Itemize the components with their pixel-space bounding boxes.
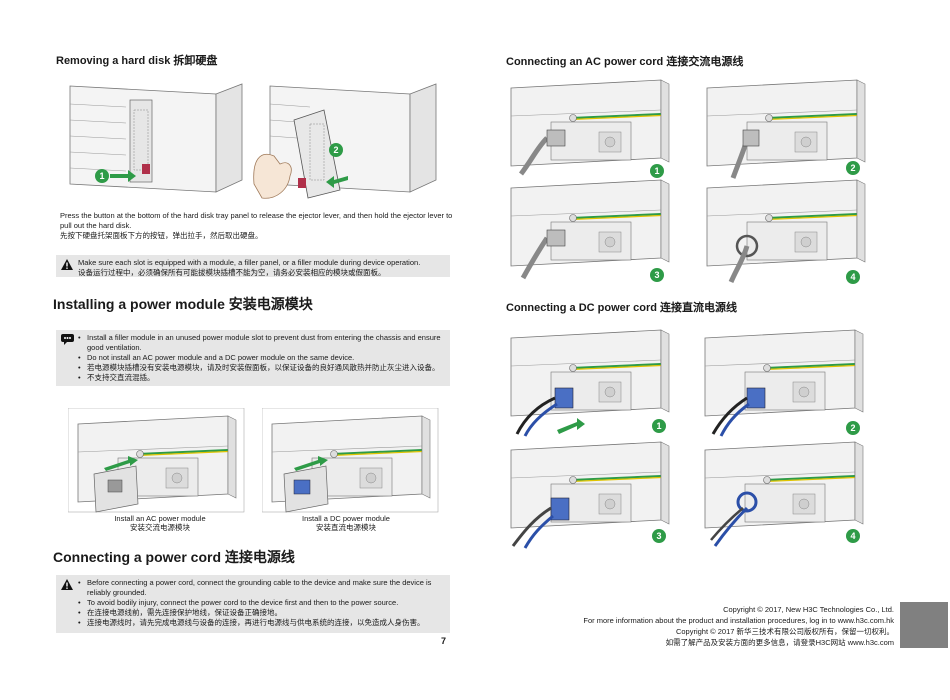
note-chat-icon bbox=[61, 334, 74, 345]
section-title-ac-cord: Connecting an AC power cord 连接交流电源线 bbox=[506, 56, 744, 68]
dc-step-1-label: 1 bbox=[657, 421, 662, 431]
more-info-line-cn: 如需了解产品及安装方面的更多信息，请登录H3C网站 www.h3c.com bbox=[665, 638, 894, 647]
dc-step-4-label: 4 bbox=[851, 531, 856, 541]
ac-psu-caption-cn: 安装交流电源模块 bbox=[130, 523, 190, 532]
psu-note-item: 若电源模块插槽没有安装电源模块，请及时安装假面板，以保证设备的良好通风散热并防止… bbox=[78, 363, 444, 373]
ac-psu-caption-en: Install an AC power module bbox=[114, 514, 206, 523]
copyright-line-cn: Copyright © 2017 新华三技术有限公司版权所有，保留一切权利。 bbox=[675, 627, 894, 636]
copyright-line-en: Copyright © 2017, New H3C Technologies C… bbox=[723, 605, 894, 614]
warning-icon bbox=[61, 259, 73, 270]
psu-notes-box: Install a filler module in an unused pow… bbox=[56, 330, 450, 386]
more-info-line-en: For more information about the product a… bbox=[583, 616, 894, 625]
section-title-connect-cord: Connecting a power cord 连接电源线 bbox=[53, 549, 295, 565]
power-cord-warning-item: 在连接电源线前，需先连接保护地线，保证设备正确接地。 bbox=[78, 608, 444, 618]
ac-step-1-label: 1 bbox=[655, 166, 660, 176]
dc-psu-caption-en: Install a DC power module bbox=[302, 514, 390, 523]
section-title-install-psu: Installing a power module 安装电源模块 bbox=[53, 296, 313, 312]
install-ac-psu-illustration bbox=[68, 408, 245, 513]
hdd-warning-box: Make sure each slot is equipped with a m… bbox=[56, 255, 450, 277]
install-dc-psu-illustration bbox=[262, 408, 439, 513]
grey-edge-tab bbox=[900, 602, 948, 648]
dc-psu-caption-cn: 安装直流电源模块 bbox=[316, 523, 376, 532]
copyright-block: Copyright © 2017, New H3C Technologies C… bbox=[540, 604, 894, 648]
step-1-label: 1 bbox=[100, 171, 105, 181]
power-cord-warning-box: Before connecting a power cord, connect … bbox=[56, 575, 450, 633]
psu-note-item: Install a filler module in an unused pow… bbox=[78, 333, 444, 353]
section-title-dc-cord: Connecting a DC power cord 连接直流电源线 bbox=[506, 302, 738, 314]
warning-icon bbox=[61, 579, 73, 590]
hdd-removal-description-en: Press the button at the bottom of the ha… bbox=[60, 211, 453, 230]
section-title-remove-hdd: Removing a hard disk 拆卸硬盘 bbox=[56, 55, 218, 67]
power-cord-warning-item: To avoid bodily injury, connect the powe… bbox=[78, 598, 444, 608]
hdd-removal-step1-illustration: 1 bbox=[69, 83, 243, 193]
dc-step-2-label: 2 bbox=[851, 423, 856, 433]
psu-note-item: 不支持交直流混插。 bbox=[78, 373, 444, 383]
power-cord-warning-item: Before connecting a power cord, connect … bbox=[78, 578, 444, 598]
hdd-warning-cn: 设备运行过程中，必须确保所有可能拔模块插槽不能为空，请务必安装相应的模块或假面板… bbox=[78, 268, 386, 277]
hdd-removal-step2-illustration: 2 bbox=[253, 83, 437, 199]
hdd-warning-en: Make sure each slot is equipped with a m… bbox=[78, 258, 421, 267]
ac-step-4-label: 4 bbox=[851, 272, 856, 282]
page-number: 7 bbox=[441, 636, 447, 646]
dc-cord-steps-illustration: 1 2 3 4 bbox=[510, 329, 864, 549]
ac-cord-steps-illustration: 1 2 3 4 bbox=[510, 79, 866, 284]
step-2-label: 2 bbox=[334, 145, 339, 155]
psu-note-item: Do not install an AC power module and a … bbox=[78, 353, 444, 363]
ac-step-2-label: 2 bbox=[851, 163, 856, 173]
dc-step-3-label: 3 bbox=[657, 531, 662, 541]
ac-step-3-label: 3 bbox=[655, 270, 660, 280]
power-cord-warning-item: 连接电源线时，请先完成电源线与设备的连接，再进行电源线与供电系统的连接，以免造成… bbox=[78, 618, 444, 628]
hdd-removal-description-cn: 先按下硬盘托架面板下方的按钮，弹出拉手，然后取出硬盘。 bbox=[60, 231, 263, 240]
